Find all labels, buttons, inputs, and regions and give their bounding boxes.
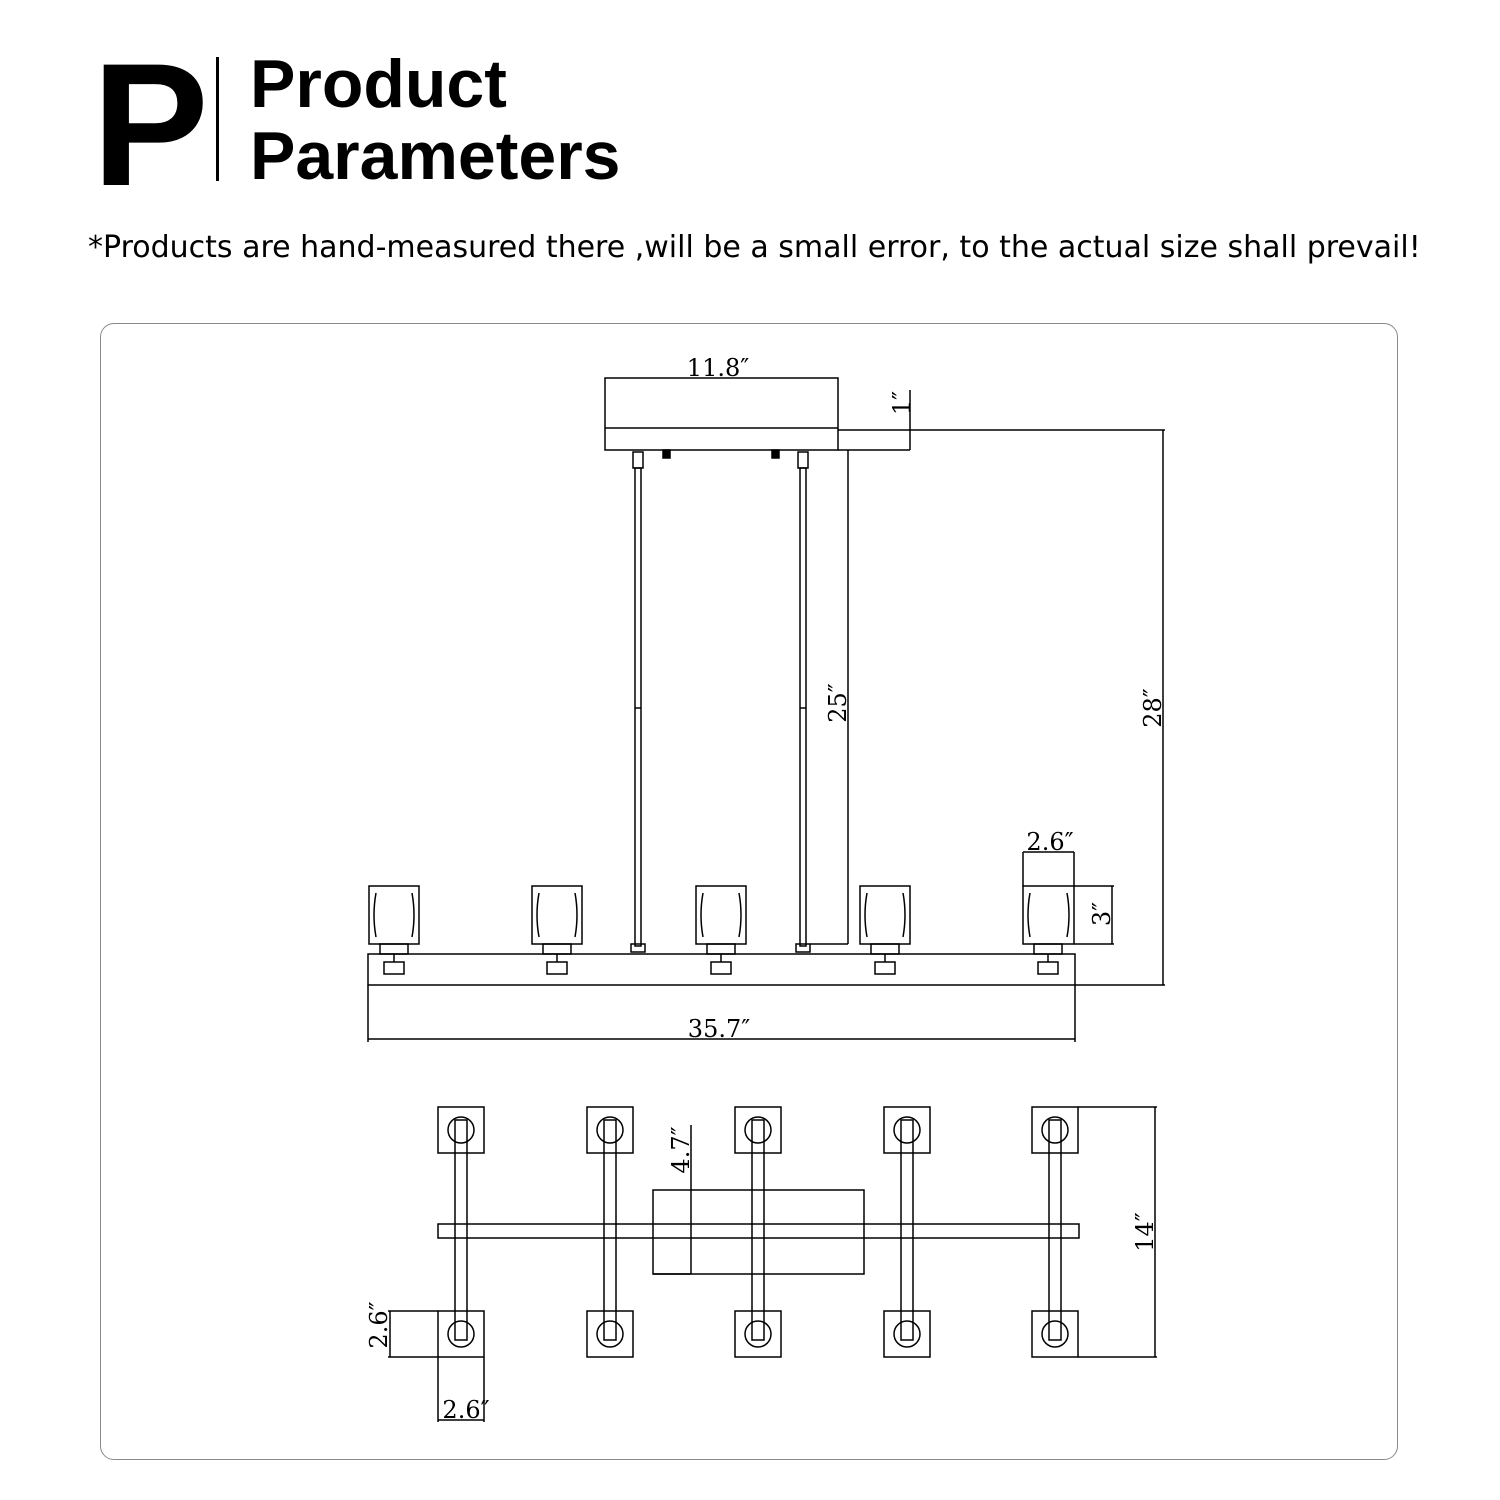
rod-connector-right [797, 451, 809, 469]
dim-canopy-width: 11.8″ [687, 354, 749, 382]
title-line-1: Product [250, 46, 507, 122]
shade-5 [1022, 885, 1075, 975]
dim-top-canopy-depth: 4.7″ [667, 1126, 695, 1173]
top-view [388, 1106, 1157, 1422]
dim-top-shade-depth: 2.6″ [365, 1301, 393, 1348]
dim-bar-length: 35.7″ [688, 1015, 750, 1043]
title-line-2: Parameters [250, 118, 621, 194]
dimension-labels: 11.8″ 1″ 25″ 28″ 2.6″ 3″ 35.7″ 4.7″ 14″ … [365, 354, 1167, 1424]
shade-1 [368, 885, 420, 975]
brand-letter: P [92, 28, 209, 223]
diagram-panel [100, 323, 1398, 1460]
shade-4 [859, 885, 911, 975]
top-bar [437, 1223, 1080, 1239]
shade-3 [695, 885, 747, 975]
rod-left [634, 467, 642, 947]
front-view [367, 377, 1165, 1042]
dim-top-depth: 14″ [1131, 1212, 1159, 1252]
measurement-note: *Products are hand-measured there ,will … [88, 230, 1421, 265]
dim-rod-length: 25″ [824, 683, 852, 723]
dim-shade-height: 3″ [1088, 902, 1116, 926]
rod-connector-left [632, 451, 644, 469]
front-shades [368, 885, 1075, 975]
rod-right [799, 467, 807, 947]
title-divider [216, 57, 219, 181]
page-title: Product Parameters [250, 48, 620, 192]
canopy [604, 377, 839, 451]
dim-top-shade-width: 2.6″ [442, 1396, 489, 1424]
dim-shade-width: 2.6″ [1026, 828, 1073, 856]
dim-canopy-height: 1″ [888, 391, 916, 415]
dim-total-height: 28″ [1139, 688, 1167, 728]
top-canopy [652, 1189, 865, 1275]
shade-2 [531, 885, 583, 975]
